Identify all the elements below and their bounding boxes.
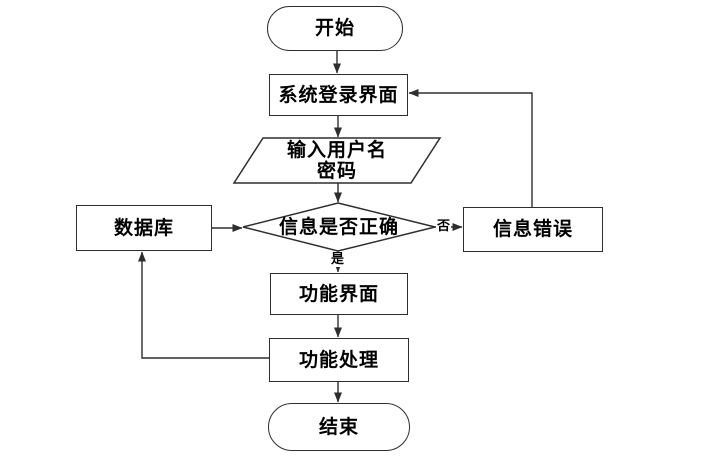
decision-diamond-shape [242, 202, 436, 252]
node-function-process: 功能处理 [269, 338, 409, 382]
node-end: 结束 [268, 403, 410, 451]
edge-error-to-login [408, 89, 533, 207]
node-function-process-label: 功能处理 [298, 348, 379, 371]
node-function-ui-label: 功能界面 [298, 282, 379, 305]
node-database: 数据库 [76, 205, 212, 251]
edge-label-no: 否 [436, 219, 452, 234]
node-login-screen: 系统登录界面 [269, 74, 408, 116]
edge-label-yes: 是 [330, 252, 346, 267]
node-end-label: 结束 [318, 415, 359, 438]
node-info-error: 信息错误 [463, 207, 603, 252]
input-parallelogram-shape [232, 137, 442, 184]
edge-function-process-to-database [138, 251, 269, 359]
node-function-ui: 功能界面 [270, 273, 408, 315]
node-info-error-label: 信息错误 [492, 218, 573, 241]
node-database-label: 数据库 [113, 216, 174, 239]
node-login-screen-label: 系统登录界面 [278, 83, 399, 106]
node-start-label: 开始 [314, 17, 355, 40]
node-start: 开始 [267, 6, 403, 51]
